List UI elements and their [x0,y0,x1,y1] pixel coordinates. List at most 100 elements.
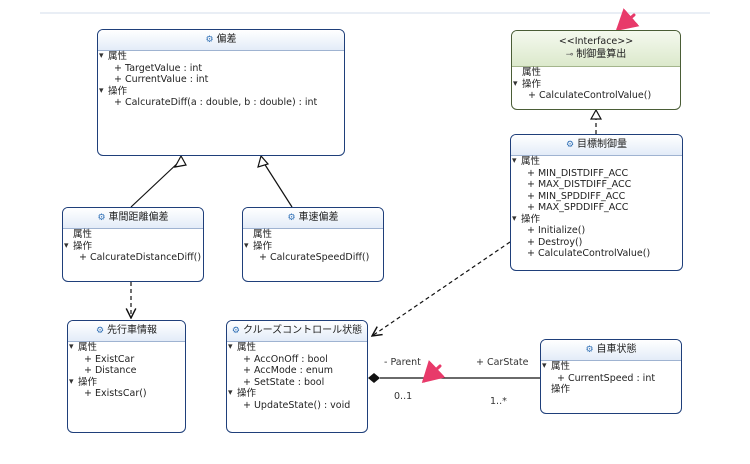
attributes-section: 属性 + ExistCar + Distance [68,342,185,377]
operation-item[interactable]: + UpdateState() : void [243,399,351,411]
operations-section: 操作 + CalcurateSpeedDiff() [243,241,383,264]
class-shakan[interactable]: ⚙車間距離偏差 属性 操作 + CalcurateDistanceDiff() [62,207,204,282]
operations-section: 操作 [541,384,681,396]
operations-section: 操作 + CalcurateDistanceDiff() [63,241,203,264]
class-shasoku[interactable]: ⚙車速偏差 属性 操作 + CalcurateSpeedDiff() [242,207,384,282]
interface-icon: ⊸ [565,50,574,60]
attribute-item[interactable]: + ExistCar [84,353,135,365]
section-title-operations[interactable]: 操作 [243,241,383,253]
section-title-operations[interactable]: 操作 [63,241,203,253]
operations-section: 操作 + CalcurateDiff(a : double, b : doubl… [98,86,344,109]
top-divider [40,12,710,14]
attribute-item[interactable]: + MAX_SPDDIFF_ACC [527,202,629,213]
class-name: 車速偏差 [298,212,339,223]
class-icon: ⚙ [95,326,105,336]
section-title-attributes[interactable]: 属性 [68,342,185,354]
attributes-section: 属性 [243,229,383,241]
attributes-section: 属性 + CurrentSpeed : int [541,361,681,384]
class-header: ⚙目標制御量 [511,135,682,156]
highlight-arrow-interface [615,8,640,31]
class-name: 自車状態 [596,344,637,355]
class-header: ⚙クルーズコントロール状態 [227,321,367,342]
operation-item[interactable]: + Destroy() [527,236,583,248]
class-name: 先行車情報 [107,325,158,336]
attribute-item[interactable]: + MIN_SPDDIFF_ACC [527,190,626,202]
section-title-operations[interactable]: 操作 [68,377,185,389]
realization-head [589,108,603,120]
operation-item[interactable]: + Initialize() [527,225,586,236]
composition-diamond [368,373,380,383]
attribute-item[interactable]: + MAX_DISTDIFF_ACC [527,179,632,190]
class-name: クルーズコントロール状態 [242,325,363,336]
section-title-attributes[interactable]: 属性 [541,361,681,373]
section-title-attributes[interactable]: 属性 [511,156,682,168]
class-icon: ⚙ [585,345,594,355]
attribute-item[interactable]: + CurrentValue : int [114,74,209,85]
association-role-left: - Parent [384,357,421,368]
class-hensa[interactable]: ⚙偏差 属性 + TargetValue : int + CurrentValu… [97,29,345,156]
class-header: ⚙先行車情報 [68,321,185,342]
generalization-line-shasoku [261,159,293,208]
attributes-section: 属性 + MIN_DISTDIFF_ACC + MAX_DISTDIFF_ACC… [511,156,682,214]
class-name: 偏差 [216,34,237,45]
class-header: ⚙偏差 [98,30,344,51]
operation-item[interactable]: + ExistsCar() [84,388,147,399]
attribute-item[interactable]: + MIN_DISTDIFF_ACC [527,167,629,179]
stereotype: <<Interface>> [558,36,634,47]
attributes-section: 属性 + TargetValue : int + CurrentValue : … [98,51,344,86]
section-title-operations[interactable]: 操作 [512,79,680,91]
attribute-item[interactable]: + SetState : bool [243,376,325,388]
class-icon: ⚙ [565,140,575,150]
operation-item[interactable]: + CalculateControlValue() [528,90,652,101]
operations-section: 操作 + UpdateState() : void [227,388,367,411]
generalization-line-shakan [130,159,182,208]
attribute-item[interactable]: + AccMode : enum [243,365,334,376]
class-header: ⚙車間距離偏差 [63,208,203,229]
attributes-section: 属性 [512,67,680,79]
attribute-item[interactable]: + CurrentSpeed : int [557,372,656,384]
attribute-item[interactable]: + AccOnOff : bool [243,353,328,365]
operation-item[interactable]: + CalcurateDiff(a : double, b : double) … [114,97,318,108]
operation-item[interactable]: + CalculateControlValue() [527,248,651,259]
operation-item[interactable]: + CalcurateSpeedDiff() [259,252,370,263]
highlight-arrow-multiplicity [421,359,446,384]
class-name: 車間距離偏差 [108,212,169,223]
section-title-attributes[interactable]: 属性 [98,51,344,63]
class-cruise[interactable]: ⚙クルーズコントロール状態 属性 + AccOnOff : bool + Acc… [226,320,368,433]
section-title-attributes[interactable]: 属性 [227,342,367,354]
class-icon: ⚙ [97,213,106,223]
association-multiplicity-left: 0..1 [394,391,413,402]
section-title-operations[interactable]: 操作 [98,86,344,98]
class-senko[interactable]: ⚙先行車情報 属性 + ExistCar + Distance 操作 + Exi… [67,320,186,433]
class-header: <<Interface>> ⊸制御量算出 [512,31,680,67]
class-name: 制御量算出 [576,49,627,60]
attributes-section: 属性 [63,229,203,241]
class-header: ⚙車速偏差 [243,208,383,229]
attribute-item[interactable]: + TargetValue : int [114,62,203,74]
section-title-attributes[interactable]: 属性 [73,229,93,240]
class-icon: ⚙ [205,35,214,45]
class-mokuhyo[interactable]: ⚙目標制御量 属性 + MIN_DISTDIFF_ACC + MAX_DISTD… [510,134,683,271]
operations-section: 操作 + Initialize() + Destroy() + Calculat… [511,214,682,260]
class-icon: ⚙ [287,213,296,223]
operations-section: 操作 + CalculateControlValue() [512,79,680,102]
dependency-line-cruise [372,241,511,336]
association-role-right: + CarState [476,357,529,368]
class-name: 目標制御量 [577,139,628,150]
section-title-operations[interactable]: 操作 [511,214,682,226]
section-title-operations[interactable]: 操作 [551,384,571,395]
section-title-attributes[interactable]: 属性 [522,67,542,78]
attribute-item[interactable]: + Distance [84,365,137,376]
association-multiplicity-right: 1..* [490,396,507,407]
class-header: ⚙自車状態 [541,340,681,361]
section-title-attributes[interactable]: 属性 [253,229,273,240]
class-icon: ⚙ [231,326,240,336]
generalization-head-shakan [173,154,187,168]
attributes-section: 属性 + AccOnOff : bool + AccMode : enum + … [227,342,367,388]
class-jisha[interactable]: ⚙自車状態 属性 + CurrentSpeed : int 操作 [540,339,682,414]
section-title-operations[interactable]: 操作 [227,388,367,400]
operation-item[interactable]: + CalcurateDistanceDiff() [79,252,202,263]
class-interface[interactable]: <<Interface>> ⊸制御量算出 属性 操作 + CalculateCo… [511,30,681,110]
generalization-head-shasoku [257,154,270,168]
operations-section: 操作 + ExistsCar() [68,377,185,400]
